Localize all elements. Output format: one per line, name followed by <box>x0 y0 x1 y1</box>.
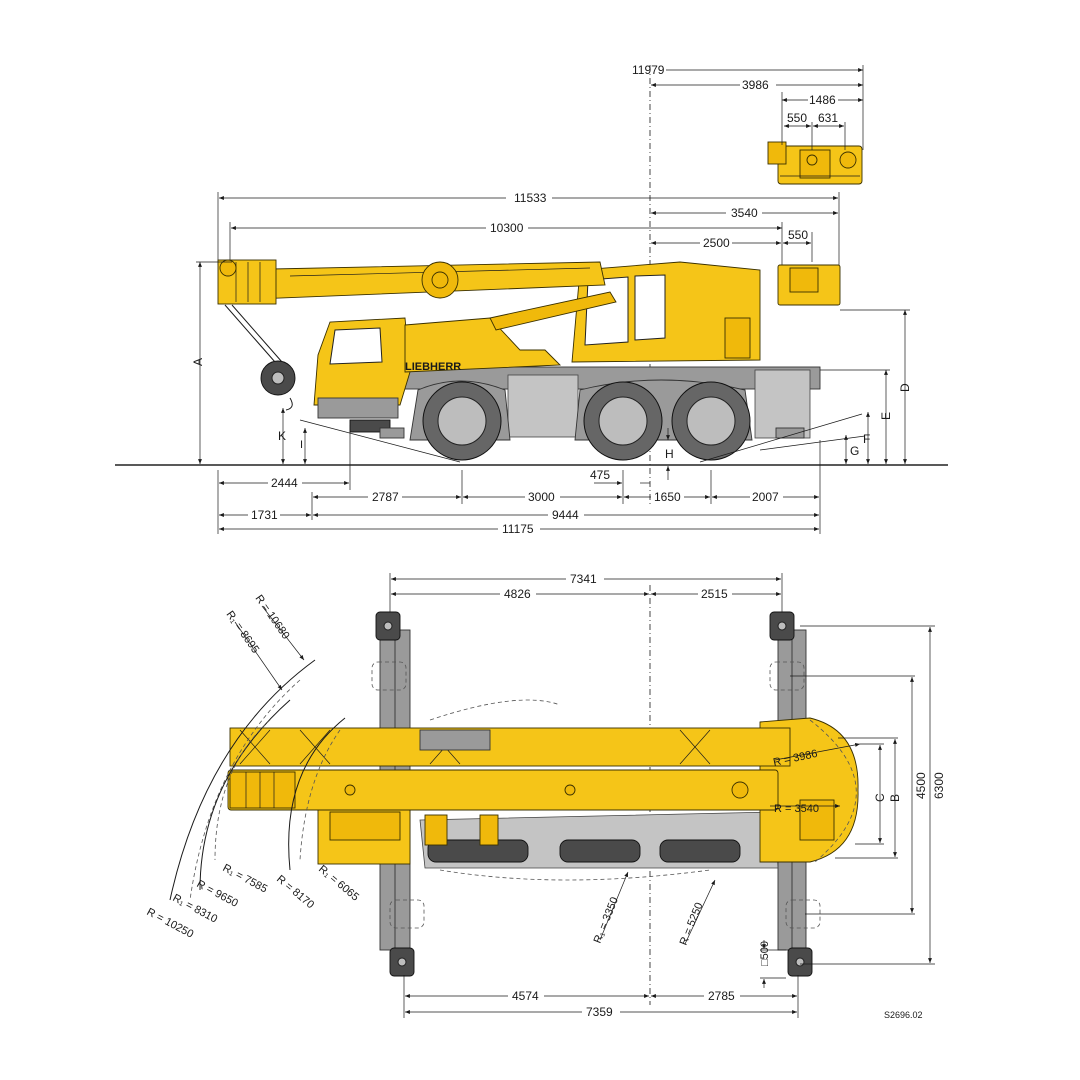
label-A: A <box>191 358 205 366</box>
radius-5250: R = 5250 <box>678 901 706 947</box>
dim-1650: 1650 <box>654 490 681 504</box>
label-D: D <box>898 383 912 392</box>
dim-550: 550 <box>788 228 808 242</box>
dim-11533: 11533 <box>514 191 547 205</box>
dim-550-cw: 550 <box>787 111 807 125</box>
dim-7341: 7341 <box>570 572 597 586</box>
dim-9444: 9444 <box>552 508 579 522</box>
dim-2500: 2500 <box>703 236 730 250</box>
dim-631: 631 <box>818 111 838 125</box>
dim-11175: 11175 <box>502 522 534 536</box>
dim-4826: 4826 <box>504 587 531 601</box>
label-G: G <box>850 444 859 458</box>
brand-lettering: LIEBHERR <box>405 361 461 373</box>
radius-3350: R₁ = 3350 <box>592 896 621 946</box>
dim-2785: 2785 <box>708 989 735 1003</box>
radius-8170: R = 8170 <box>274 873 316 911</box>
counterweight-detail <box>767 141 863 185</box>
radius-8695: R₁ = 8695 <box>224 609 262 656</box>
dim-11979: 11979 <box>632 63 665 77</box>
dim-6300: 6300 <box>932 772 946 799</box>
crane-top-illustration <box>227 717 859 869</box>
drawing-code: S2696.02 <box>884 1010 923 1020</box>
dim-3000: 3000 <box>528 490 555 504</box>
top-view: 7341 4826 2515 <box>145 572 946 1020</box>
dim-10300: 10300 <box>490 221 524 235</box>
dim-3540: 3540 <box>731 206 758 220</box>
label-K: K <box>278 429 286 443</box>
radius-7585: R₁ = 7585 <box>221 862 270 895</box>
dim-7359: 7359 <box>586 1005 613 1019</box>
dim-4574: 4574 <box>512 989 539 1003</box>
dim-500: □500 <box>759 941 771 966</box>
radius-3540: R = 3540 <box>774 803 819 815</box>
dim-4500: 4500 <box>914 772 928 799</box>
radius-10680: R = 10680 <box>253 593 292 642</box>
label-F: F <box>863 432 870 446</box>
dim-2444: 2444 <box>271 476 298 490</box>
label-E: E <box>879 412 893 420</box>
dim-1486: 1486 <box>809 93 836 107</box>
crane-side-illustration: LIEBHERR <box>217 259 841 461</box>
dim-2515: 2515 <box>701 587 728 601</box>
radius-6065: R₁ = 6065 <box>316 863 361 903</box>
side-view: 11979 3986 1486 550 631 11533 3540 10300… <box>115 63 948 536</box>
dim-1731: 1731 <box>251 508 278 522</box>
label-C: C <box>873 793 887 802</box>
dim-2007: 2007 <box>752 490 779 504</box>
dim-3986: 3986 <box>742 78 769 92</box>
label-H: H <box>665 447 674 461</box>
dim-475: 475 <box>590 468 610 482</box>
dim-2787: 2787 <box>372 490 399 504</box>
label-B: B <box>888 794 902 802</box>
svg-text:I: I <box>300 439 303 451</box>
